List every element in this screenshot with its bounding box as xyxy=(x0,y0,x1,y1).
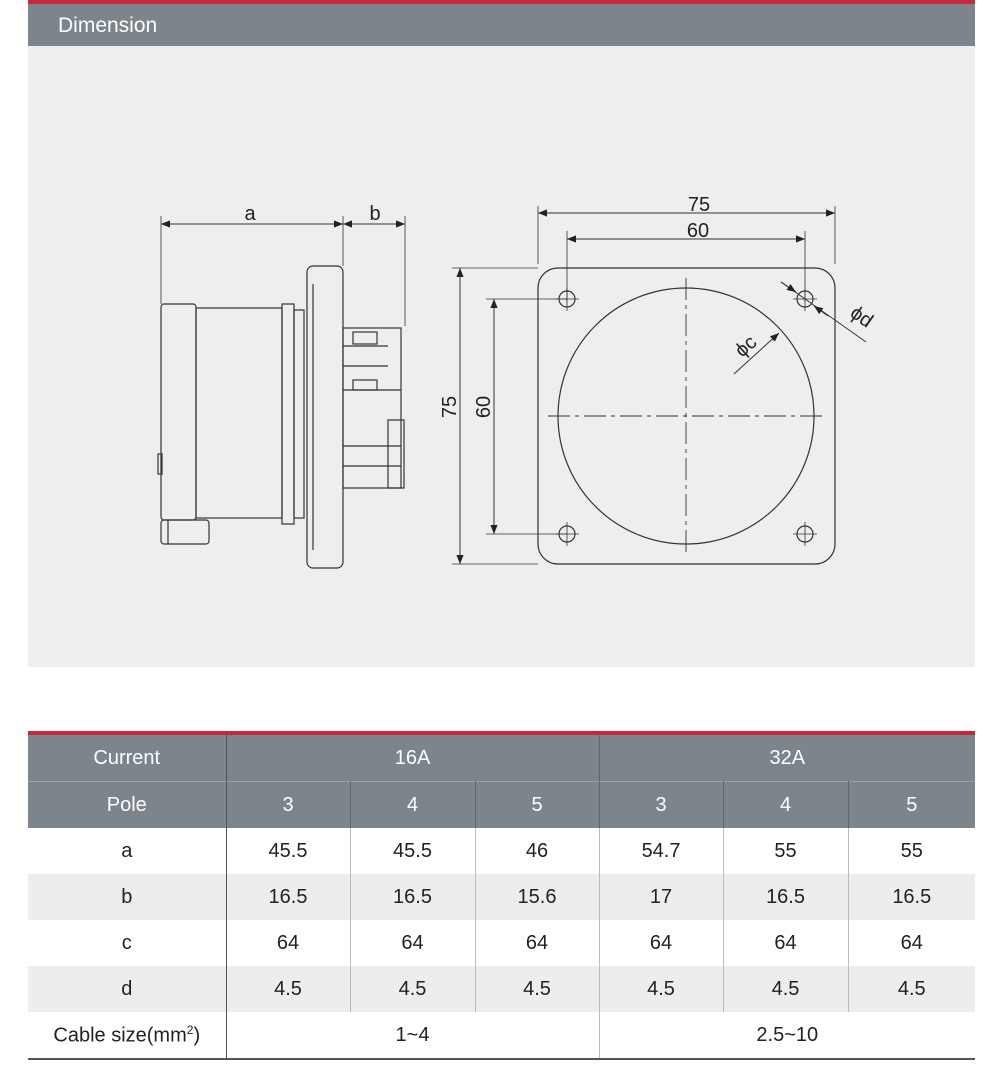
table-header-current: Current 16A 32A xyxy=(28,731,976,782)
side-view xyxy=(157,216,406,569)
label-left-75: 75 xyxy=(439,396,461,418)
label-phi-c: ϕc xyxy=(731,331,761,362)
row-label: c xyxy=(28,920,227,966)
table-cell: 45.5 xyxy=(349,828,475,874)
header-current-16a: 16A xyxy=(225,731,600,782)
label-a: a xyxy=(244,203,256,225)
table-cell: 17 xyxy=(598,874,724,920)
row-label: a xyxy=(28,828,227,874)
table-cell: 16.5 xyxy=(225,874,350,920)
table-cell: 64 xyxy=(474,920,600,966)
mount-hole-br xyxy=(793,522,817,546)
table-cell: 64 xyxy=(847,920,976,966)
table-row: a 45.5 45.5 46 54.7 55 55 xyxy=(28,828,976,874)
table-row: b 16.5 16.5 15.6 17 16.5 16.5 xyxy=(28,874,976,920)
row-label: b xyxy=(28,874,227,920)
table-cell: 4.5 xyxy=(598,966,724,1012)
table-cell: 45.5 xyxy=(225,828,350,874)
label-left-60: 60 xyxy=(473,396,495,418)
pole-cell: 5 xyxy=(474,781,600,828)
pole-cell: 4 xyxy=(722,781,849,828)
table-row: c 64 64 64 64 64 64 xyxy=(28,920,976,966)
table-cell: 54.7 xyxy=(598,828,724,874)
table-cell: 64 xyxy=(349,920,475,966)
dimension-drawing: a b xyxy=(157,194,877,569)
label-top-75: 75 xyxy=(688,194,710,216)
section-header: Dimension xyxy=(28,0,975,46)
header-current-label: Current xyxy=(28,731,227,782)
label-top-60: 60 xyxy=(687,220,709,242)
cable-cell-16a: 1~4 xyxy=(225,1012,600,1060)
table-cell: 4.5 xyxy=(225,966,350,1012)
pole-cell: 3 xyxy=(598,781,724,828)
mount-hole-bl xyxy=(555,522,579,546)
pole-cell: 4 xyxy=(349,781,475,828)
table-cell: 16.5 xyxy=(722,874,849,920)
flange-plate xyxy=(537,267,836,565)
table-cell: 16.5 xyxy=(847,874,976,920)
table-cell: 55 xyxy=(847,828,976,874)
pole-cell: 5 xyxy=(847,781,976,828)
dimension-table: Current 16A 32A Pole 3 4 5 3 4 5 a 45.5 … xyxy=(28,731,976,1060)
table-cell: 64 xyxy=(225,920,350,966)
cable-cell-32a: 2.5~10 xyxy=(598,1012,976,1060)
header-pole-label: Pole xyxy=(28,781,227,828)
table-cell: 4.5 xyxy=(847,966,976,1012)
table-cell: 64 xyxy=(722,920,849,966)
table-cell: 55 xyxy=(722,828,849,874)
label-phi-d: ϕd xyxy=(846,302,877,333)
row-label-cable: Cable size(mm2) xyxy=(28,1012,227,1060)
table-cell: 4.5 xyxy=(349,966,475,1012)
table-header-pole: Pole 3 4 5 3 4 5 xyxy=(28,781,976,828)
header-current-32a: 32A xyxy=(598,731,976,782)
table-cell: 4.5 xyxy=(474,966,600,1012)
pole-cell: 3 xyxy=(225,781,350,828)
table-cell: 4.5 xyxy=(722,966,849,1012)
table-cell: 64 xyxy=(598,920,724,966)
drawing-panel: a b xyxy=(28,46,975,667)
table-cell: 15.6 xyxy=(474,874,600,920)
mount-hole-tl xyxy=(555,287,579,311)
front-view xyxy=(452,206,867,565)
row-label: d xyxy=(28,966,227,1012)
table-cell: 16.5 xyxy=(349,874,475,920)
label-b: b xyxy=(369,203,380,225)
section-title: Dimension xyxy=(58,14,158,37)
leader-phi-c xyxy=(733,332,780,375)
table-row-cable: Cable size(mm2) 1~4 2.5~10 xyxy=(28,1012,976,1060)
table-row: d 4.5 4.5 4.5 4.5 4.5 4.5 xyxy=(28,966,976,1012)
table-cell: 46 xyxy=(474,828,600,874)
